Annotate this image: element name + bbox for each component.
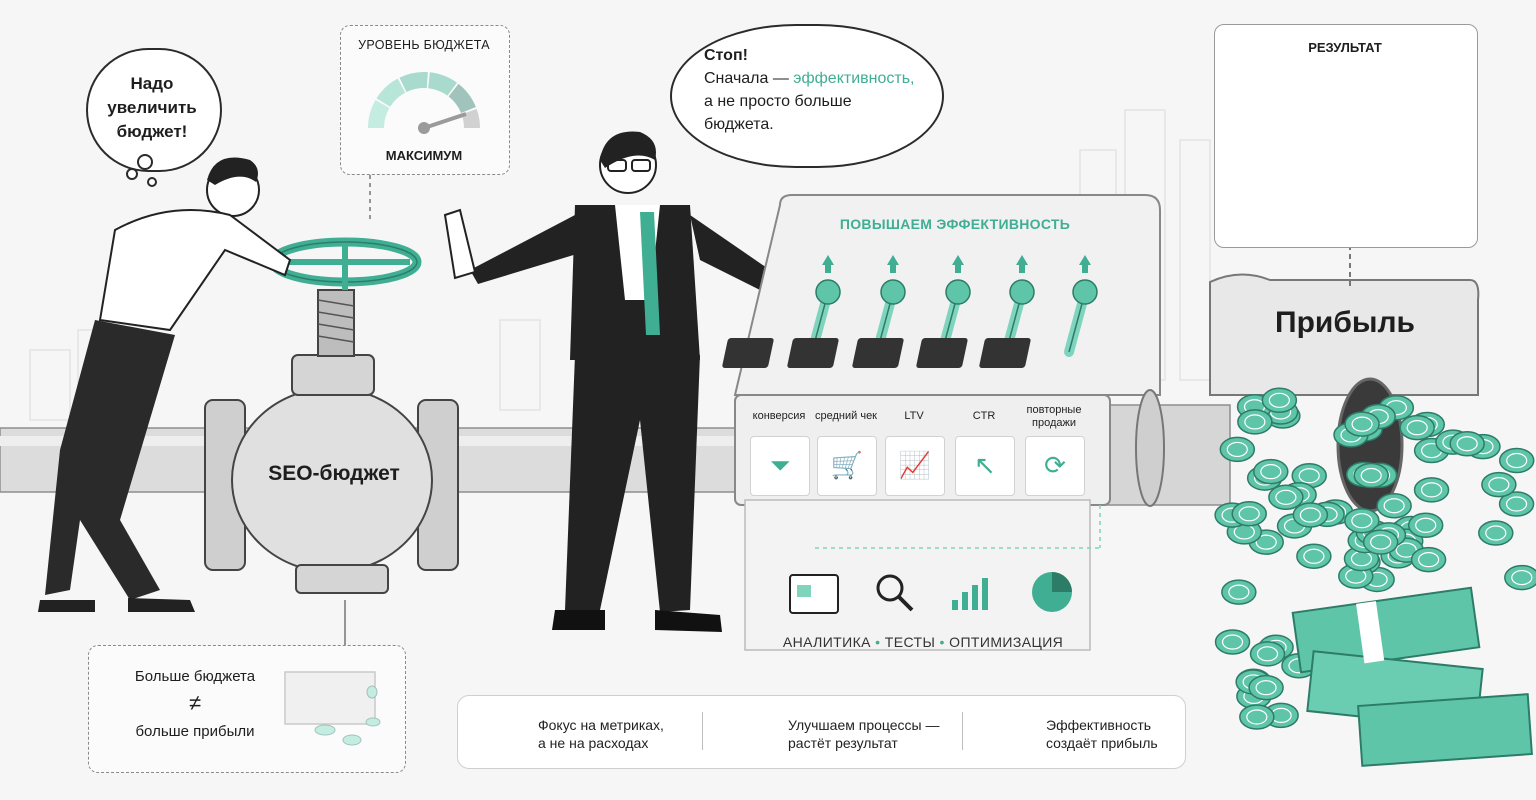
efficiency-levers <box>722 255 1098 368</box>
coin <box>1253 458 1289 485</box>
coin <box>1362 529 1399 555</box>
repeat-arrows-icon: ⟳ <box>1025 436 1085 496</box>
cursor-click-icon: ↖ <box>955 436 1015 496</box>
lever <box>916 255 1035 368</box>
speech-prefix: Сначала — <box>704 70 794 87</box>
coin <box>1248 674 1284 701</box>
speech-highlight: эффективность, <box>793 70 915 87</box>
summary-line: создаёт прибыль <box>1046 735 1158 751</box>
speech-line2: Сначала — эффективность, <box>704 67 914 90</box>
man-stopping <box>443 131 812 632</box>
coin <box>1410 546 1447 573</box>
user-growth-icon: 📈 <box>885 436 945 496</box>
coin <box>1498 491 1535 517</box>
coin <box>1214 629 1251 655</box>
speech-text-left: Надо увеличить бюджет! <box>86 72 218 144</box>
summary-item-efficiency: Эффективность создаёт прибыль <box>1046 716 1158 752</box>
coin <box>1292 502 1329 528</box>
summary-divider <box>702 712 703 750</box>
inequality-bottom: больше прибыли <box>135 723 255 740</box>
speech-line: увеличить <box>107 98 197 117</box>
summary-line: Фокус на метриках, <box>538 717 664 733</box>
lever <box>979 255 1098 368</box>
inequality-box <box>88 645 406 773</box>
summary-line: растёт результат <box>788 735 898 751</box>
coin <box>1249 641 1286 667</box>
tools-caption-analytics: АНАЛИТИКА <box>782 634 871 650</box>
budget-valve <box>204 237 459 594</box>
coin <box>1481 471 1517 498</box>
summary-item-processes: Улучшаем процессы — растёт результат <box>788 716 940 752</box>
tool-icons <box>789 572 1072 614</box>
coin <box>1478 520 1514 546</box>
speech-bubble-left <box>86 48 222 172</box>
summary-line: Улучшаем процессы — <box>788 717 940 733</box>
coin <box>1231 501 1267 527</box>
tools-caption-optimization: ОПТИМИЗАЦИЯ <box>949 634 1064 650</box>
inequality-symbol: ≠ <box>188 690 202 715</box>
coin <box>1344 507 1380 534</box>
funnel-icon: ⏷ <box>750 436 810 496</box>
summary-bar <box>457 695 1186 769</box>
gauge-status: МАКСИМУМ <box>385 148 463 163</box>
man-turning-valve <box>38 157 292 612</box>
summary-divider <box>962 712 963 750</box>
speech-line4: бюджета. <box>704 116 774 133</box>
coin <box>1268 484 1304 511</box>
speech-line: бюджет! <box>116 122 188 141</box>
shopping-cart-icon: 🛒 <box>817 436 877 496</box>
gauge-panel <box>340 25 510 175</box>
coin-pile <box>1214 387 1536 730</box>
coin <box>1498 447 1535 474</box>
result-title: РЕЗУЛЬТАТ <box>1308 40 1382 55</box>
speech-text-right: Стоп! Сначала — эффективность, а не прос… <box>704 44 914 136</box>
coin <box>1504 564 1536 591</box>
speech-bubble-right <box>670 24 944 168</box>
coin <box>1353 462 1389 489</box>
metric-label: LTV <box>904 410 924 422</box>
valve-label: SEO-бюджет <box>268 462 400 485</box>
coin <box>1219 436 1256 463</box>
control-panel-title: ПОВЫШАЕМ ЭФФЕКТИВНОСТЬ <box>839 216 1071 232</box>
tools-caption-tests: ТЕСТЫ <box>884 634 936 650</box>
tools-caption: АНАЛИТИКА • ТЕСТЫ • ОПТИМИЗАЦИЯ <box>782 634 1064 650</box>
speech-line3: а не просто больше <box>704 93 852 110</box>
gauge-title: УРОВЕНЬ БЮДЖЕТА <box>358 38 490 52</box>
metric-label: повторные продажи <box>1026 404 1082 429</box>
cash-stacks <box>1291 586 1533 767</box>
coin <box>1376 492 1412 519</box>
coin <box>1407 512 1444 539</box>
summary-line: а не на расходах <box>538 735 649 751</box>
speech-stop: Стоп! <box>704 47 748 64</box>
metric-label: конверсия <box>752 410 806 422</box>
coin <box>1413 477 1450 503</box>
result-panel <box>1214 24 1478 248</box>
coin <box>1344 411 1380 437</box>
coin <box>1261 387 1298 414</box>
coin <box>1449 430 1485 457</box>
coin <box>1239 704 1275 730</box>
thought-dots <box>126 154 157 187</box>
coin <box>1237 409 1273 435</box>
summary-item-metrics: Фокус на метриках, а не на расходах <box>538 716 664 752</box>
profit-label: Прибыль <box>1275 306 1415 339</box>
speech-line: Надо <box>130 74 174 93</box>
coin <box>1221 579 1257 605</box>
metric-label: CTR <box>972 410 996 422</box>
summary-line: Эффективность <box>1046 717 1152 733</box>
inequality-top: Больше бюджета <box>134 668 256 685</box>
coin <box>1296 543 1332 570</box>
metric-label: средний чек <box>815 410 877 422</box>
coin <box>1399 414 1435 441</box>
